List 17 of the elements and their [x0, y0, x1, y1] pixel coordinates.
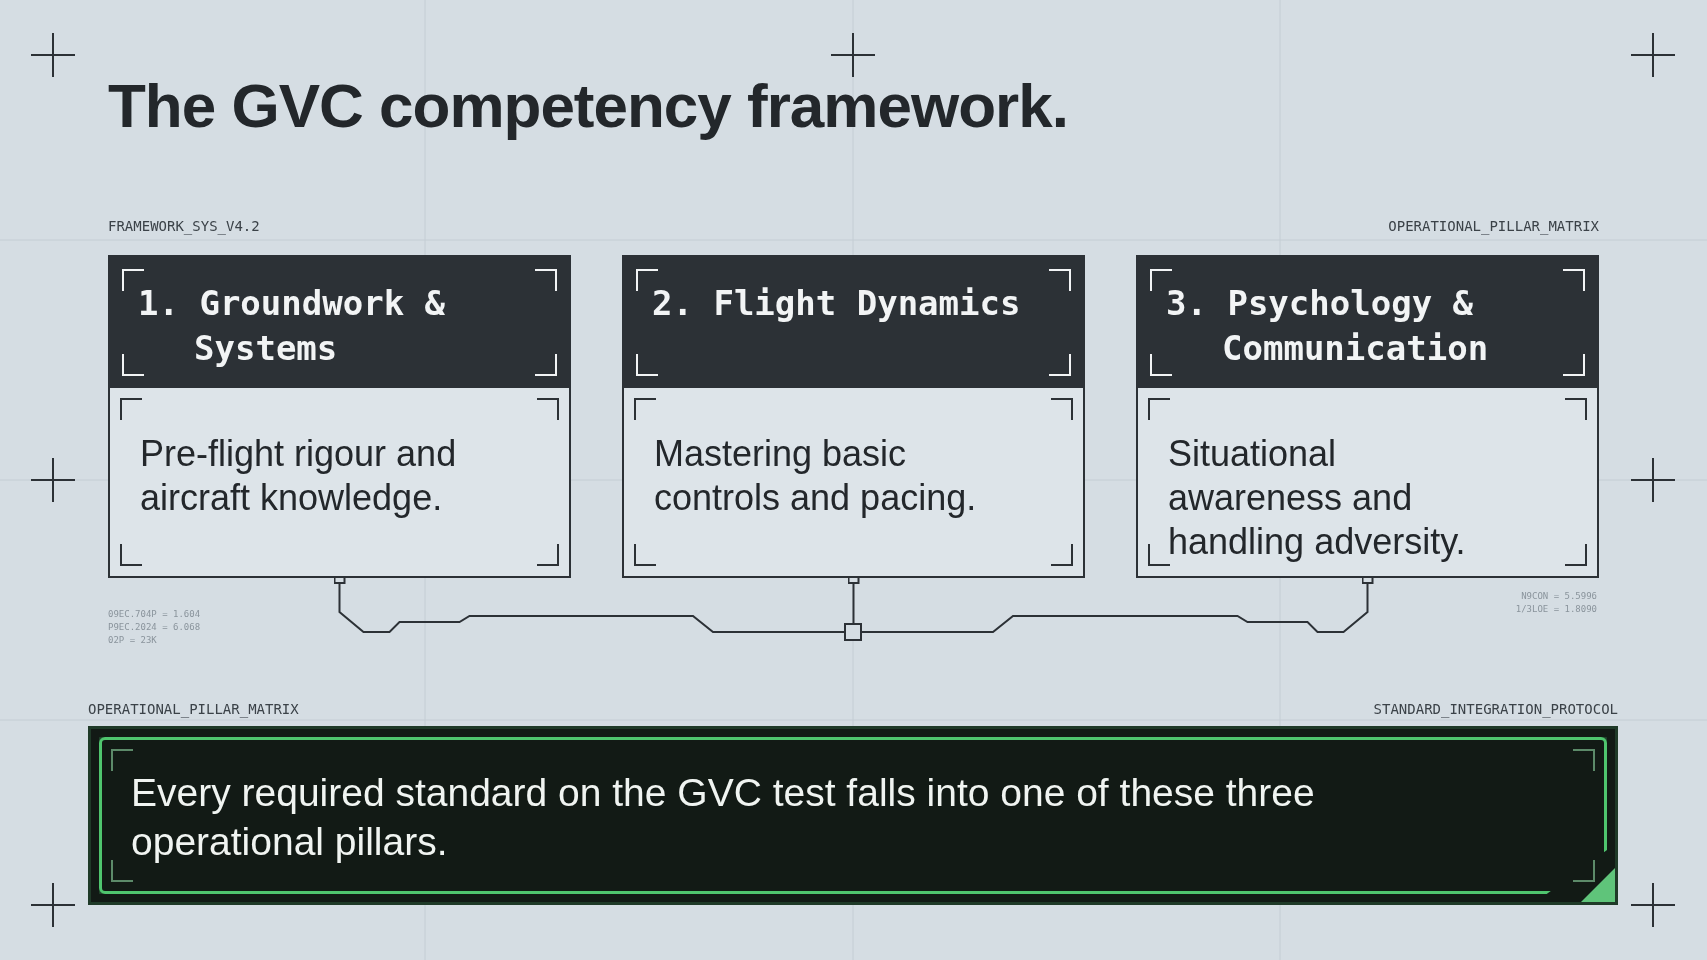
card-heading: 3. Psychology & Communication: [1166, 282, 1490, 370]
title: The GVC competency framework.: [108, 70, 1068, 141]
card-heading: 2. Flight Dynamics: [652, 282, 1022, 325]
card-description: Mastering basic controls and pacing.: [654, 432, 978, 520]
readout-text: 02P = 23K: [108, 634, 157, 647]
section-tag: FRAMEWORK_SYS_V4.2: [108, 218, 260, 234]
readout-text: 1/3LOE = 1.8090: [1515, 603, 1597, 616]
section-tag: OPERATIONAL_PILLAR_MATRIX: [1388, 218, 1599, 234]
card-description: Situational awareness and handling adversity.: [1168, 432, 1467, 564]
section-tag: STANDARD_INTEGRATION_PROTOCOL: [1373, 701, 1618, 717]
summary-text: Every required standard on the GVC test falls into one of these three operational pillars.: [131, 770, 1316, 865]
section-tag: OPERATIONAL_PILLAR_MATRIX: [88, 701, 299, 717]
card-heading: 1. Groundwork & Systems: [138, 282, 447, 370]
card-description: Pre-flight rigour and aircraft knowledge.: [140, 432, 458, 520]
readout-text: N9CON = 5.5996: [1521, 590, 1597, 603]
readout-text: P9EC.2024 = 6.068: [108, 621, 201, 634]
readout-text: 09EC.704P = 1.604: [108, 608, 201, 621]
